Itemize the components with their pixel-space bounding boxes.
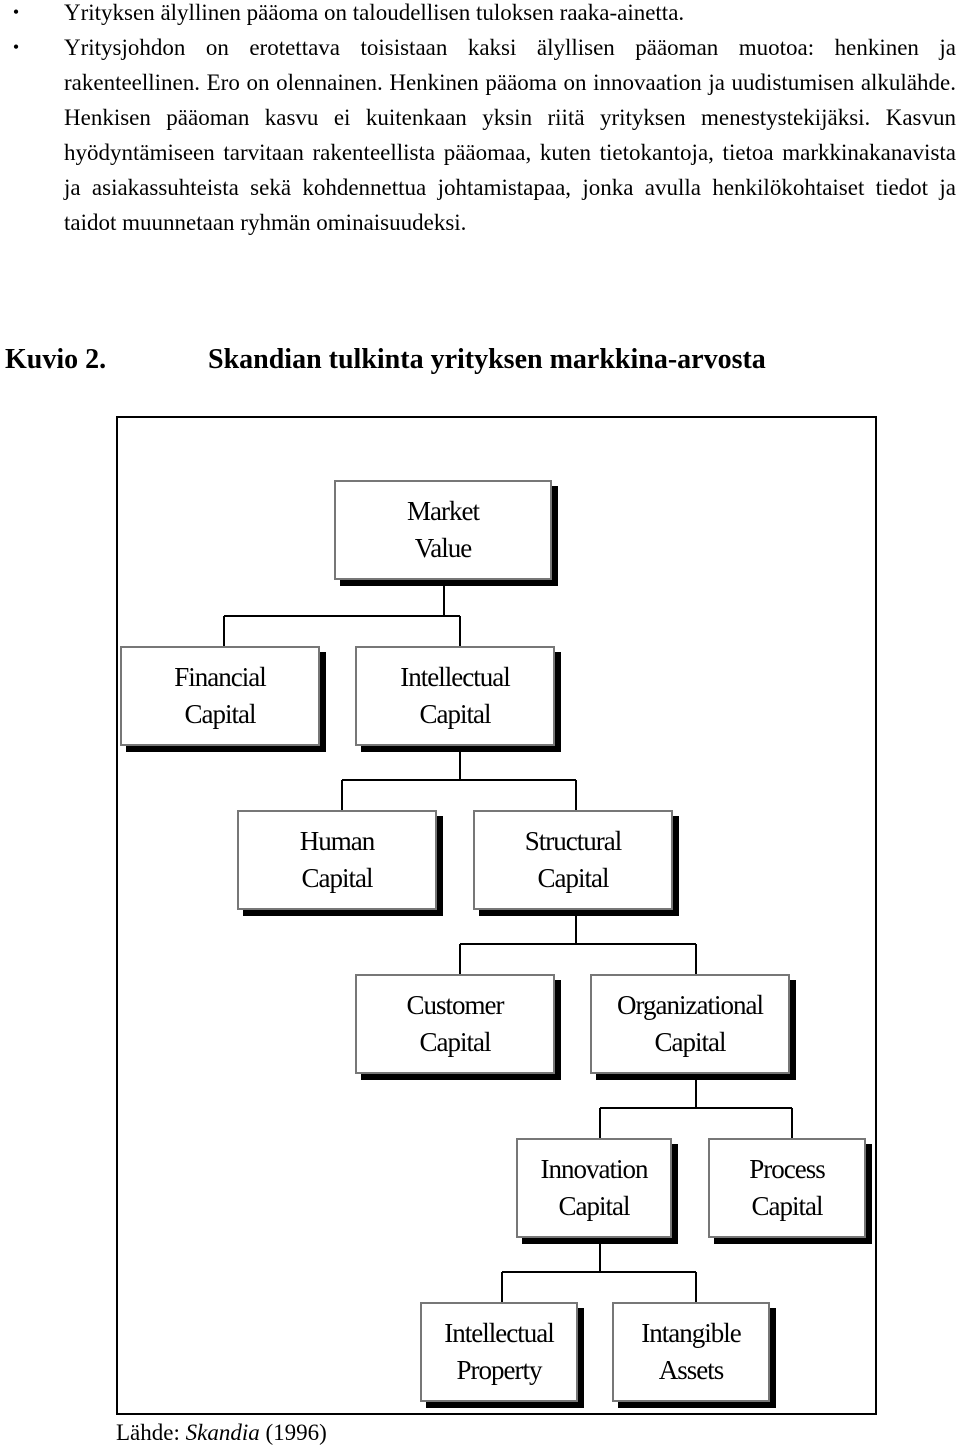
innovation-capital-box: Innovation Capital <box>516 1138 672 1238</box>
bullet-text: Yritysjohdon on erotettava toisistaan ka… <box>64 35 956 235</box>
bullet-text: Yrityksen älyllinen pääoma on taloudelli… <box>64 0 685 25</box>
connector-line <box>223 584 461 646</box>
node-label: Capital <box>751 1191 824 1221</box>
node-label: Capital <box>184 699 257 729</box>
intellectual-property-box: Intellectual Property <box>420 1302 578 1402</box>
figure-number: Kuvio 2. <box>5 344 107 375</box>
source-label: Lähde: <box>116 1420 186 1445</box>
human-capital-box: Human Capital <box>237 810 437 910</box>
source-author: Skandia <box>185 1420 260 1445</box>
financial-capital-box: Financial Capital <box>120 646 320 746</box>
node-label: Intellectual <box>444 1318 554 1348</box>
connector-line <box>501 1240 697 1302</box>
node-label: Capital <box>301 863 374 893</box>
bullet-icon: • <box>12 2 20 22</box>
node-label: Market <box>407 496 480 526</box>
structural-capital-box: Structural Capital <box>473 810 673 910</box>
source-year: (1996) <box>259 1420 327 1445</box>
node-label: Intellectual <box>400 662 510 692</box>
organizational-capital-box: Organizational Capital <box>590 974 790 1074</box>
customer-capital-box: Customer Capital <box>355 974 555 1074</box>
node-label: Human <box>299 826 375 856</box>
diagram-frame: Market Value Financial Capital Intellect… <box>116 416 877 1415</box>
node-label: Financial <box>174 662 266 692</box>
node-label: Capital <box>419 699 492 729</box>
node-label: Value <box>414 533 472 563</box>
bullet-item: • Yritysjohdon on erotettava toisistaan … <box>0 30 960 240</box>
node-label: Process <box>749 1154 825 1184</box>
connector-line <box>459 912 697 974</box>
figure-title: Skandian tulkinta yrityksen markkina-arv… <box>208 344 766 375</box>
node-label: Assets <box>658 1355 725 1385</box>
connector-line <box>341 748 577 810</box>
node-label: Capital <box>654 1027 727 1057</box>
connector-lines <box>223 584 793 1302</box>
node-label: Customer <box>406 990 505 1020</box>
node-label: Capital <box>419 1027 492 1057</box>
node-label: Innovation <box>540 1154 649 1184</box>
source-citation: Lähde: Skandia (1996) <box>116 1419 327 1447</box>
intellectual-capital-box: Intellectual Capital <box>355 646 555 746</box>
node-label: Intangible <box>641 1318 741 1348</box>
node-label: Capital <box>558 1191 631 1221</box>
bullet-icon: • <box>12 37 20 57</box>
connector-line <box>599 1076 793 1138</box>
intangible-assets-box: Intangible Assets <box>612 1302 770 1402</box>
bullet-item: • Yrityksen älyllinen pääoma on taloudel… <box>0 0 960 30</box>
node-label: Organizational <box>617 990 764 1020</box>
node-label: Property <box>456 1355 543 1385</box>
process-capital-box: Process Capital <box>708 1138 866 1238</box>
node-label: Capital <box>537 863 610 893</box>
bullet-list: • Yrityksen älyllinen pääoma on taloudel… <box>0 0 960 240</box>
market-value-box: Market Value <box>334 480 552 580</box>
node-label: Structural <box>524 826 622 856</box>
